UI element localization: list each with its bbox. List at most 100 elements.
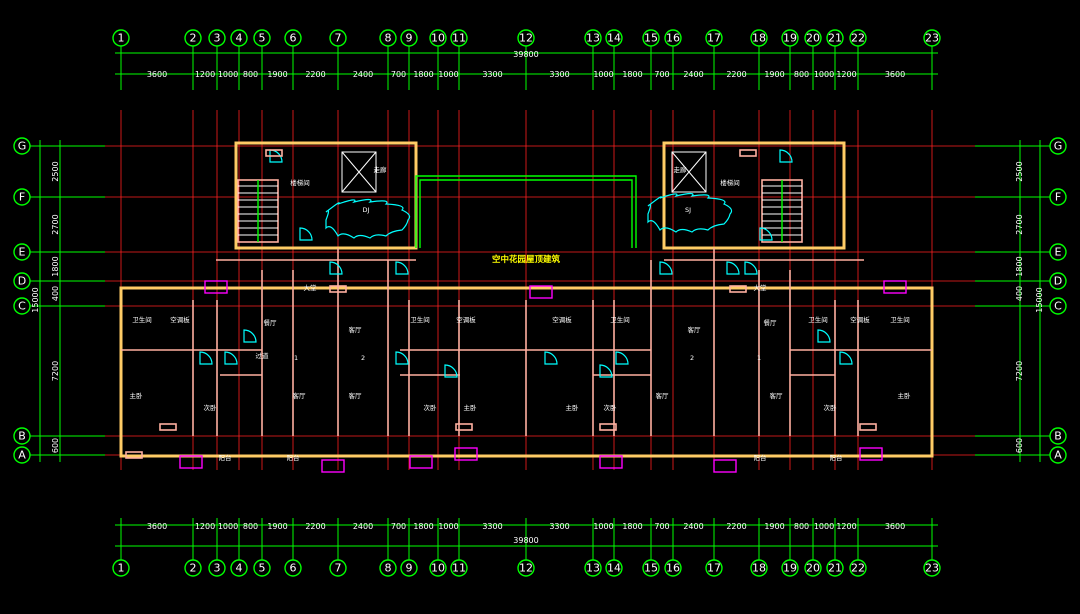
axis-label: 20 <box>806 562 820 575</box>
fixture-box <box>713 459 737 473</box>
fixture-box <box>599 455 623 469</box>
axis-label: B <box>18 430 26 443</box>
axis-bubble <box>429 559 447 577</box>
dimension-text: 3600 <box>885 522 905 531</box>
axis-label: 19 <box>783 562 797 575</box>
axis-label: 7 <box>335 32 342 45</box>
door-swing <box>395 351 409 365</box>
axis-bubble <box>450 29 468 47</box>
dimension-text: 3300 <box>549 522 569 531</box>
axis-label: 11 <box>452 32 466 45</box>
axis-bubble <box>13 137 31 155</box>
axis-bubble <box>184 29 202 47</box>
dimension-text: 1800 <box>622 522 642 531</box>
door-swing <box>444 364 458 378</box>
axis-label: 8 <box>385 562 392 575</box>
room-label: 主卧 <box>566 403 580 412</box>
axis-label: 8 <box>385 32 392 45</box>
axis-bubble <box>208 559 226 577</box>
axis-label: 23 <box>925 562 939 575</box>
dimension-text: 2400 <box>353 522 373 531</box>
dimension-text: 2200 <box>726 522 746 531</box>
total-dimension-bottom: 39800 <box>513 536 538 545</box>
dimension-text: 2200 <box>726 70 746 79</box>
sky-garden-label: 空中花园屋顶建筑 <box>492 254 561 265</box>
room-label: 大堂 <box>754 283 768 292</box>
axis-label: 9 <box>406 562 413 575</box>
room-label: 次卧 <box>204 403 218 412</box>
axis-bubble <box>584 559 602 577</box>
axis-label: 6 <box>290 562 297 575</box>
dimension-text-v: 400 <box>51 286 60 301</box>
dimension-text: 1000 <box>593 522 613 531</box>
room-label: 大堂 <box>304 283 318 292</box>
dimension-text: 800 <box>243 70 258 79</box>
axis-bubble <box>1049 188 1067 206</box>
axis-bubble <box>605 29 623 47</box>
dimension-text: 800 <box>794 522 809 531</box>
door-swing <box>839 351 853 365</box>
room-label: 空调板 <box>552 315 572 324</box>
axis-bubble <box>112 559 130 577</box>
axis-bubble <box>329 559 347 577</box>
room-label: 楼梯间 <box>290 178 310 187</box>
axis-bubble <box>642 29 660 47</box>
room-label: 阳台 <box>287 453 300 462</box>
dimension-text: 1000 <box>218 522 238 531</box>
axis-label: 15 <box>644 562 658 575</box>
dimension-text-v: 7200 <box>1015 361 1024 381</box>
core-left <box>234 141 418 250</box>
axis-label: 12 <box>519 32 533 45</box>
dimension-text: 700 <box>391 522 406 531</box>
room-label: 阳台 <box>830 453 843 462</box>
axis-bubble <box>826 29 844 47</box>
dimension-text-v: 2700 <box>51 214 60 234</box>
window-mark <box>739 149 757 157</box>
axis-label: 15 <box>644 32 658 45</box>
axis-label: 16 <box>666 32 680 45</box>
dimension-text: 800 <box>243 522 258 531</box>
door-swing <box>779 149 793 163</box>
room-label: 空调板 <box>850 315 870 324</box>
axis-bubble <box>13 297 31 315</box>
room-label: 客厅 <box>688 325 702 334</box>
axis-bubble <box>923 29 941 47</box>
axis-label: C <box>18 300 26 313</box>
room-label: 空调板 <box>456 315 476 324</box>
axis-label: A <box>1054 449 1062 462</box>
elevator-left <box>341 151 377 193</box>
core-right <box>662 141 846 250</box>
dimension-text: 1900 <box>764 522 784 531</box>
axis-bubble <box>379 29 397 47</box>
dimension-text: 1800 <box>413 70 433 79</box>
fixture-box <box>883 280 907 294</box>
window-mark <box>729 285 747 293</box>
dimension-text: 1000 <box>218 70 238 79</box>
room-label: 卫生间 <box>132 315 152 324</box>
axis-bubble <box>605 559 623 577</box>
axis-label: 2 <box>190 562 197 575</box>
axis-bubble <box>705 29 723 47</box>
elevator-label: DJ <box>363 206 370 214</box>
room-label: 客厅 <box>349 325 363 334</box>
exterior-wall <box>119 286 934 458</box>
fixture-box <box>204 280 228 294</box>
window-mark <box>455 423 473 431</box>
dimension-text: 2200 <box>305 70 325 79</box>
axis-bubble <box>664 559 682 577</box>
dimension-text: 1000 <box>814 70 834 79</box>
axis-label: A <box>18 449 26 462</box>
dimension-text: 700 <box>654 70 669 79</box>
axis-bubble <box>1049 427 1067 445</box>
axis-label: 4 <box>236 32 243 45</box>
axis-label: 19 <box>783 32 797 45</box>
axis-bubble <box>517 559 535 577</box>
axis-label: 23 <box>925 32 939 45</box>
dimension-text: 2200 <box>305 522 325 531</box>
axis-label: 3 <box>214 562 221 575</box>
sky-garden-frame <box>415 175 637 248</box>
axis-label: 21 <box>828 32 842 45</box>
axis-bubble <box>450 559 468 577</box>
